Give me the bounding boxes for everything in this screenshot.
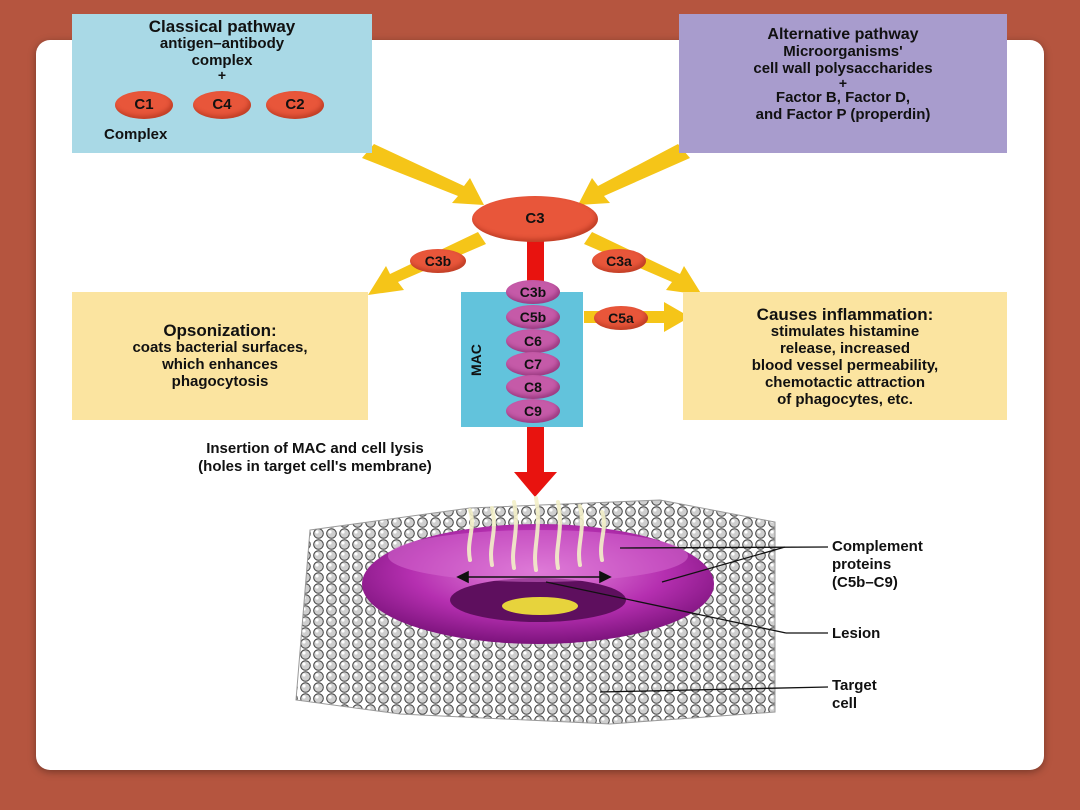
alternative-pathway-line3: Factor B, Factor D,: [775, 89, 911, 106]
alternative-plus: +: [838, 75, 848, 91]
alternative-pathway-line2: cell wall polysaccharides: [753, 60, 933, 77]
classical-pathway-box: Classical pathway antigen–antibody compl…: [72, 14, 372, 153]
insertion-caption: Insertion of MAC and cell lysis (holes i…: [110, 440, 520, 476]
alternative-to-c3-arrow: [578, 144, 690, 205]
complement-label-line3: (C5b–C9): [832, 574, 898, 591]
mac-bead-c6: C6: [506, 329, 560, 353]
alternative-pathway-line4: and Factor P (properdin): [755, 106, 931, 123]
inflammation-line5: of phagocytes, etc.: [777, 391, 913, 408]
c5a-protein: C5a: [594, 306, 648, 330]
classical-pathway-line1: antigen–antibody: [159, 35, 285, 52]
inflammation-title: Causes inflammation:: [756, 305, 934, 324]
c2-protein: C2: [266, 91, 324, 119]
mac-bead-c8: C8: [506, 375, 560, 399]
c3a-protein: C3a: [592, 249, 646, 273]
alternative-pathway-line1: Microorganisms': [783, 43, 903, 60]
classical-pathway-title: Classical pathway: [148, 17, 296, 36]
c4-protein: C4: [193, 91, 251, 119]
lesion-leader-line: [545, 581, 828, 634]
complement-label-line2: proteins: [832, 556, 892, 573]
alternative-pathway-title: Alternative pathway: [767, 26, 919, 43]
opsonization-line1: coats bacterial surfaces,: [132, 339, 308, 356]
complement-leader-lines: [619, 546, 829, 583]
opsonization-box: Opsonization: coats bacterial surfaces, …: [72, 292, 368, 420]
opsonization-title: Opsonization:: [163, 321, 277, 340]
target-leader-line: [599, 686, 829, 693]
c1-protein: C1: [115, 91, 173, 119]
classical-pathway-line2: complex: [191, 52, 253, 69]
opsonization-line3: phagocytosis: [171, 373, 269, 390]
opsonization-line2: which enhances: [162, 356, 278, 373]
complement-label-line1: Complement: [832, 538, 923, 555]
target-label-line2: cell: [832, 695, 858, 712]
mac-bead-c7: C7: [506, 352, 560, 376]
classical-plus: +: [217, 67, 227, 83]
inflammation-line1: stimulates histamine: [770, 323, 920, 340]
mac-bead-c3b: C3b: [506, 280, 560, 304]
alternative-pathway-box: Alternative pathway Microorganisms' cell…: [679, 14, 1007, 153]
complement-protein-strands: [467, 496, 606, 572]
insertion-line2: (holes in target cell's membrane): [198, 458, 432, 475]
mac-lesion-ring: [362, 524, 714, 644]
inflammation-line4: chemotactic attraction: [764, 374, 926, 391]
classical-to-c3-arrow: [362, 144, 484, 205]
complex-label: Complex: [104, 126, 168, 143]
lesion-width-arrow: [456, 570, 612, 584]
target-cell-label: Target cell: [832, 677, 877, 713]
complement-proteins-label: Complement proteins (C5b–C9): [832, 538, 923, 592]
inflammation-line2: release, increased: [779, 340, 911, 357]
inflammation-line3: blood vessel permeability,: [751, 357, 939, 374]
insertion-line1: Insertion of MAC and cell lysis: [206, 440, 424, 457]
target-label-line1: Target: [832, 677, 877, 694]
inflammation-box: Causes inflammation: stimulates histamin…: [683, 292, 1007, 420]
c3b-protein: C3b: [410, 249, 466, 273]
mac-bead-c5b: C5b: [506, 305, 560, 329]
mac-label: MAC: [468, 344, 484, 376]
c3-protein: C3: [472, 196, 598, 242]
lesion-label: Lesion: [832, 625, 881, 642]
mac-bead-c9: C9: [506, 399, 560, 423]
